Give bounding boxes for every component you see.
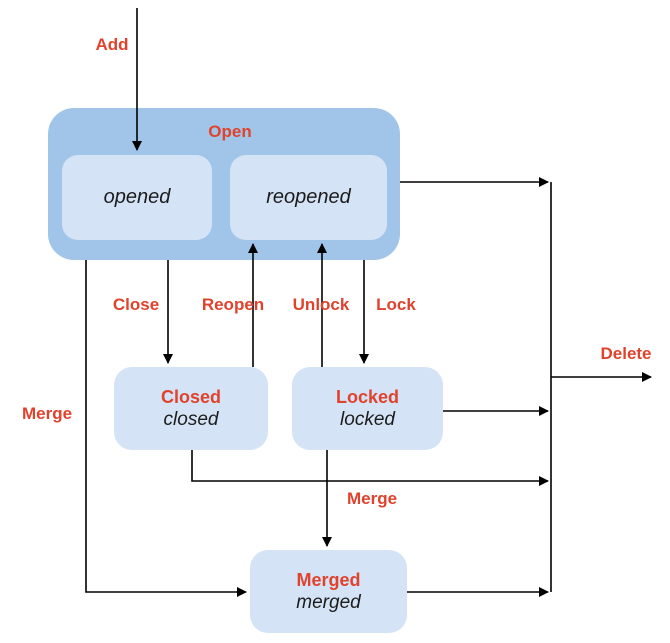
state-reopened: reopened [230,155,387,240]
state-opened: opened [62,155,212,240]
transition-label-reopen: Reopen [201,295,265,314]
transition-label-close: Close [112,295,160,314]
state-merged-subtitle: merged [296,592,361,613]
transition-label-merge-left: Merge [21,404,73,423]
state-locked-title: Locked [335,387,400,407]
line-closed-to-bus [191,450,549,486]
transition-label-add: Add [95,35,129,54]
transition-label-unlock: Unlock [292,295,350,314]
transition-label-merge-mid: Merge [346,489,398,508]
state-closed-title: Closed [160,387,221,407]
state-merged-title: Merged [296,570,361,590]
state-locked: Locked locked [292,367,443,450]
state-merged: Merged merged [250,550,407,633]
state-closed-subtitle: closed [163,409,219,430]
state-locked-subtitle: locked [340,409,395,430]
state-reopened-label: reopened [266,186,351,208]
state-closed: Closed closed [114,367,268,450]
state-open-group-label: Open [208,122,252,141]
state-opened-label: opened [103,186,171,208]
transition-label-lock: Lock [376,295,416,314]
transition-label-delete: Delete [600,344,652,363]
